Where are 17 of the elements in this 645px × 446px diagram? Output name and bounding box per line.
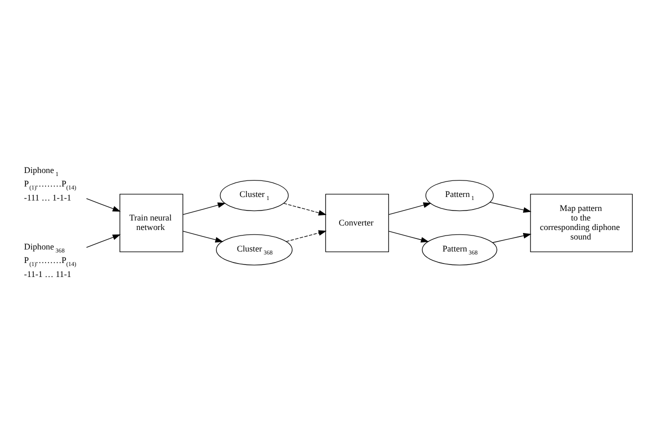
arrow	[490, 202, 532, 213]
arrow	[492, 232, 532, 243]
arrow	[388, 230, 429, 243]
node-box: Converter	[325, 194, 389, 252]
node-ellipse: Pattern$_{1}$	[425, 180, 494, 212]
node-text: Diphone$_{368}$ P$_{(1)}$………P$_{(14)}$ -11-1 … 11-1	[24, 241, 76, 279]
node-box: Map pattern to the corresponding diphone sound	[530, 194, 633, 252]
arrow	[283, 203, 327, 216]
arrow	[388, 202, 432, 215]
node-box: Train neural network	[120, 194, 184, 252]
arrow	[182, 202, 226, 215]
node-ellipse: Cluster$_{1}$	[220, 180, 289, 212]
arrow	[86, 234, 121, 248]
arrow	[286, 230, 327, 242]
arrow	[86, 198, 121, 212]
arrow	[182, 230, 224, 242]
node-text: Diphone$_{1}$ P$_{(1)}$………P$_{(14)}$ -111 … 1-1-1	[24, 165, 76, 202]
